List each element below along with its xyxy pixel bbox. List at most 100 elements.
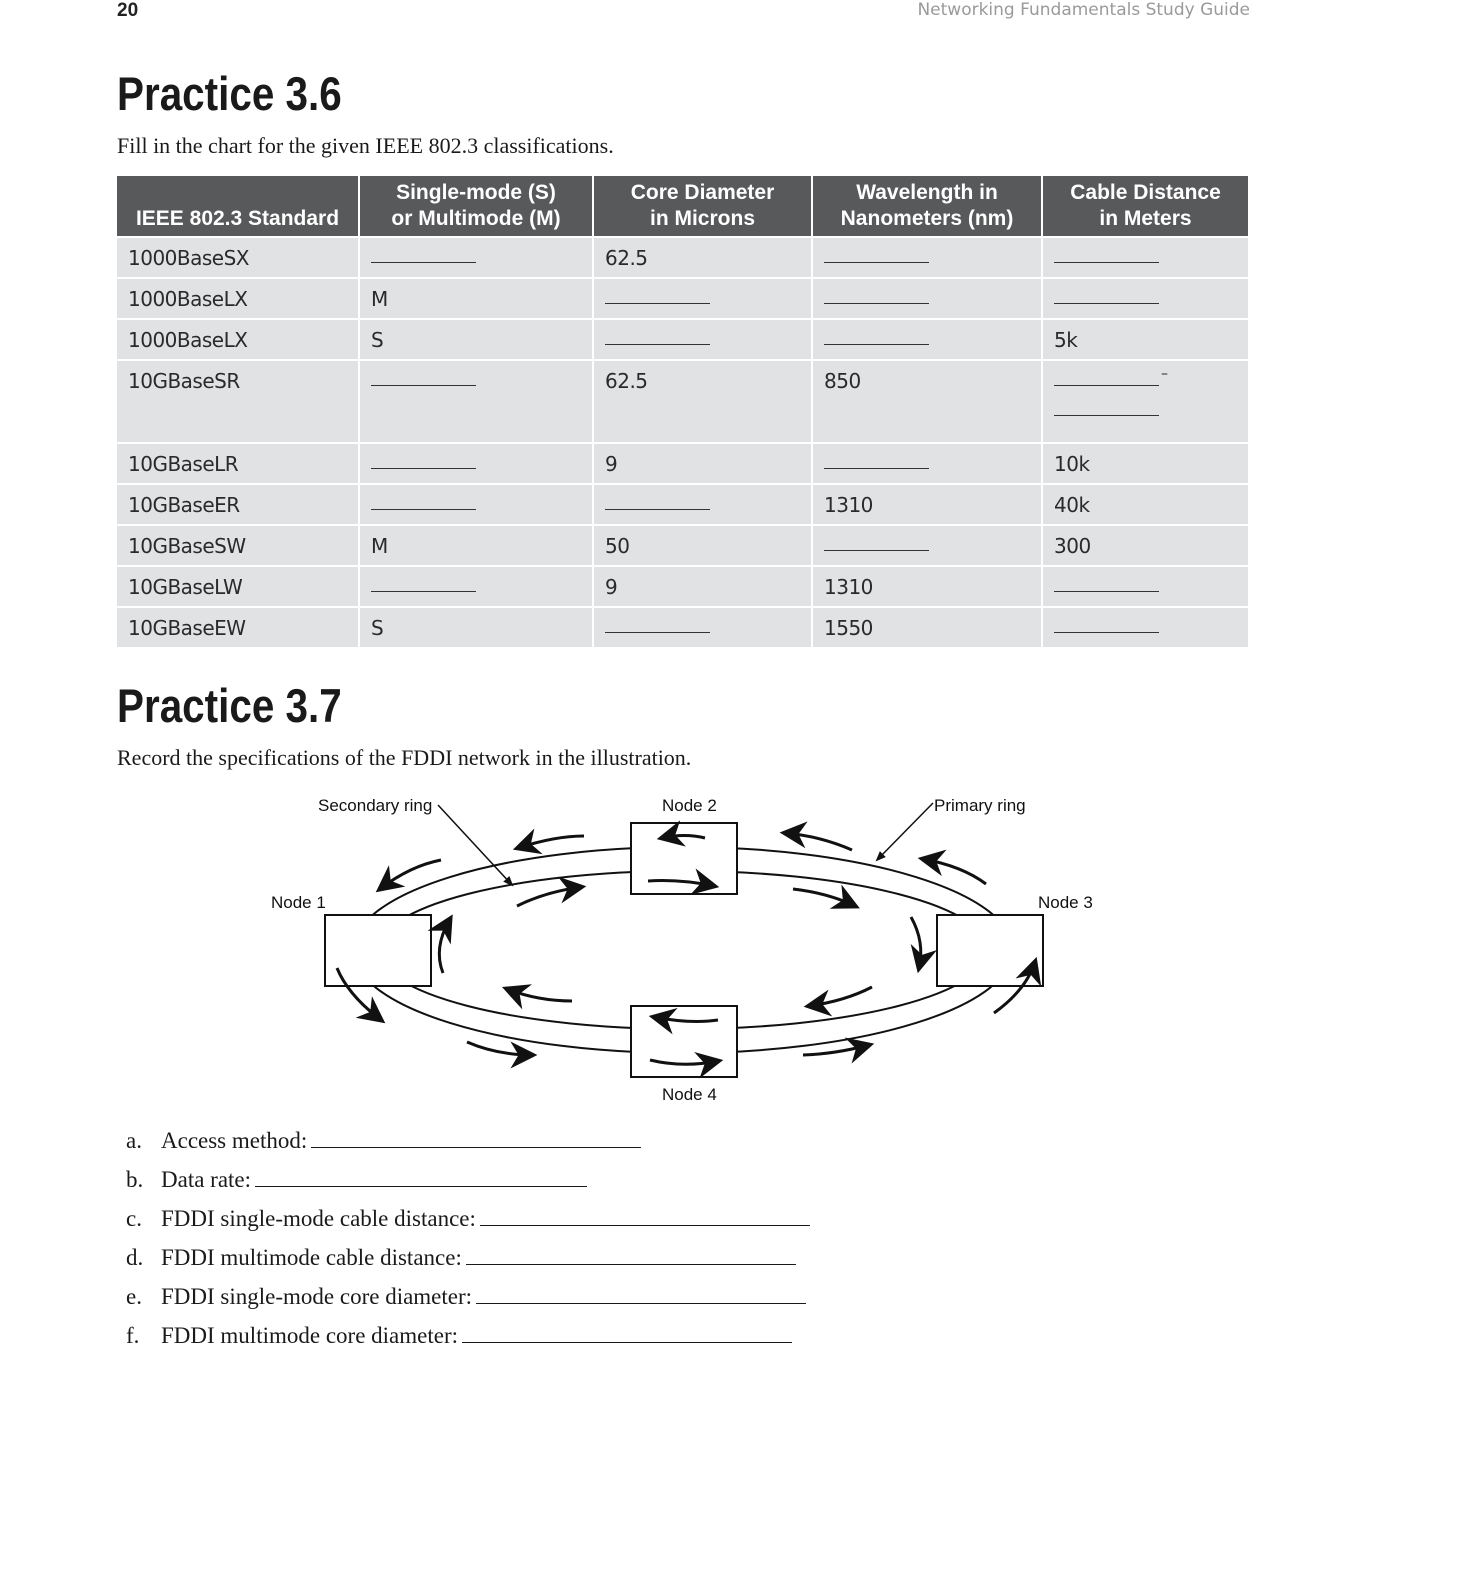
ieee-802-3-chart: IEEE 802.3 Standard Single-mode (S)or Mu… [117,176,1248,647]
question-d: d.FDDI multimode cable distance: [126,1245,810,1284]
table-row: 10GBaseLW 9 1310 [117,565,1248,607]
answer-blank[interactable] [1054,575,1159,592]
practice-3-6-instruction: Fill in the chart for the given IEEE 802… [117,133,614,158]
cell-value: 850 [824,369,861,393]
cell-cable-distance: 5k [1042,318,1248,360]
answer-blank[interactable] [1054,246,1159,263]
answer-blank[interactable] [371,452,476,469]
cell-wavelength [812,277,1043,319]
outer-arrow-6 [993,956,1042,1015]
answer-blank[interactable] [605,328,710,345]
answer-line-f[interactable] [462,1324,793,1343]
question-b: b.Data rate: [126,1167,810,1206]
chart-header-row: IEEE 802.3 Standard Single-mode (S)or Mu… [117,176,1248,237]
fddi-questions: a.Access method: b.Data rate: c.FDDI sin… [126,1128,810,1362]
answer-blank[interactable] [371,493,476,510]
answer-blank[interactable] [371,369,476,386]
cell-core-diameter: 9 [593,442,813,484]
secondary-ring-label: Secondary ring [318,796,432,815]
cell-value: M [371,534,388,558]
question-f: f.FDDI multimode core diameter: [126,1323,810,1362]
answer-blank[interactable] [1054,287,1159,304]
node-1-box [324,914,432,987]
answer-blank[interactable] [371,575,476,592]
cell-wavelength: 1310 [812,483,1043,525]
cell-value: 1550 [824,616,873,640]
outer-arrow-7 [917,849,987,886]
answer-blank[interactable] [605,287,710,304]
table-row: 1000BaseLX M [117,277,1248,319]
answer-blank[interactable] [824,246,929,263]
cell-cable-distance: 300 [1042,524,1248,566]
cell-wavelength [812,524,1043,566]
cell-value: 10GBaseSW [128,534,246,558]
inner-arrow-6 [427,914,453,974]
table-row: 10GBaseSW M 50 300 [117,524,1248,566]
primary-ring-label: Primary ring [934,796,1026,815]
cell-standard: 10GBaseLW [117,565,360,607]
answer-blank[interactable] [824,287,929,304]
cell-value: 50 [605,534,630,558]
answer-blank[interactable] [824,328,929,345]
node-4-label: Node 4 [662,1085,717,1104]
outer-arrow-5 [802,1037,875,1064]
cell-mode [359,565,594,607]
cell-value: 1000BaseSX [128,246,250,270]
answer-blank[interactable] [605,493,710,510]
table-row: 10GBaseLR 9 10k [117,442,1248,484]
cell-mode: M [359,277,594,319]
node-2-arrow-right [647,868,720,895]
node-2-arrow-left [656,820,706,847]
cell-core-diameter [593,277,813,319]
page-number: 20 [117,0,139,21]
node-2-label: Node 2 [662,796,717,815]
cell-value: 1310 [824,575,873,599]
answer-line-e[interactable] [476,1285,807,1304]
answer-line-a[interactable] [311,1129,642,1148]
answer-line-d[interactable] [465,1246,796,1265]
cell-mode: M [359,524,594,566]
cell-value: 40k [1054,493,1090,517]
practice-3-6-title: Practice 3.6 [117,67,342,120]
secondary-ring-leader [437,804,514,887]
question-c: c.FDDI single-mode cable distance: [126,1206,810,1245]
answer-line-b[interactable] [255,1168,588,1187]
answer-blank[interactable] [605,616,710,633]
inner-arrow-1 [516,876,587,908]
answer-blank[interactable] [824,534,929,551]
cell-mode [359,359,594,443]
answer-blank[interactable] [1054,399,1159,416]
cell-cable-distance: 10k [1042,442,1248,484]
cell-standard: 10GBaseSR [117,359,360,443]
node-4-arrow-left [648,1007,719,1035]
cell-wavelength [812,318,1043,360]
cell-standard: 10GBaseLR [117,442,360,484]
node-1-label: Node 1 [271,893,326,912]
cell-core-diameter: 50 [593,524,813,566]
cell-value: 10GBaseER [128,493,240,517]
cell-value: 1000BaseLX [128,287,248,311]
cell-mode: S [359,318,594,360]
answer-blank[interactable] [824,452,929,469]
node-2-box [630,822,738,895]
cell-core-diameter [593,606,813,647]
inner-arrow-3 [909,916,938,974]
cell-value: 10GBaseEW [128,616,246,640]
cell-standard: 10GBaseER [117,483,360,525]
cell-wavelength [812,236,1043,278]
answer-line-c[interactable] [479,1207,810,1226]
range-dash: – [1161,366,1168,382]
cell-mode [359,442,594,484]
answer-blank[interactable] [1054,369,1159,386]
cell-core-diameter: 9 [593,565,813,607]
answer-blank[interactable] [371,246,476,263]
node-3-label: Node 3 [1038,893,1093,912]
cell-cable-distance [1042,277,1248,319]
cell-wavelength [812,442,1043,484]
inner-arrow-4 [803,985,873,1017]
cell-value: 62.5 [605,246,648,270]
col-header-mode: Single-mode (S)or Multimode (M) [359,176,594,237]
answer-blank[interactable] [1054,616,1159,633]
cell-standard: 1000BaseLX [117,277,360,319]
cell-value: 1310 [824,493,873,517]
